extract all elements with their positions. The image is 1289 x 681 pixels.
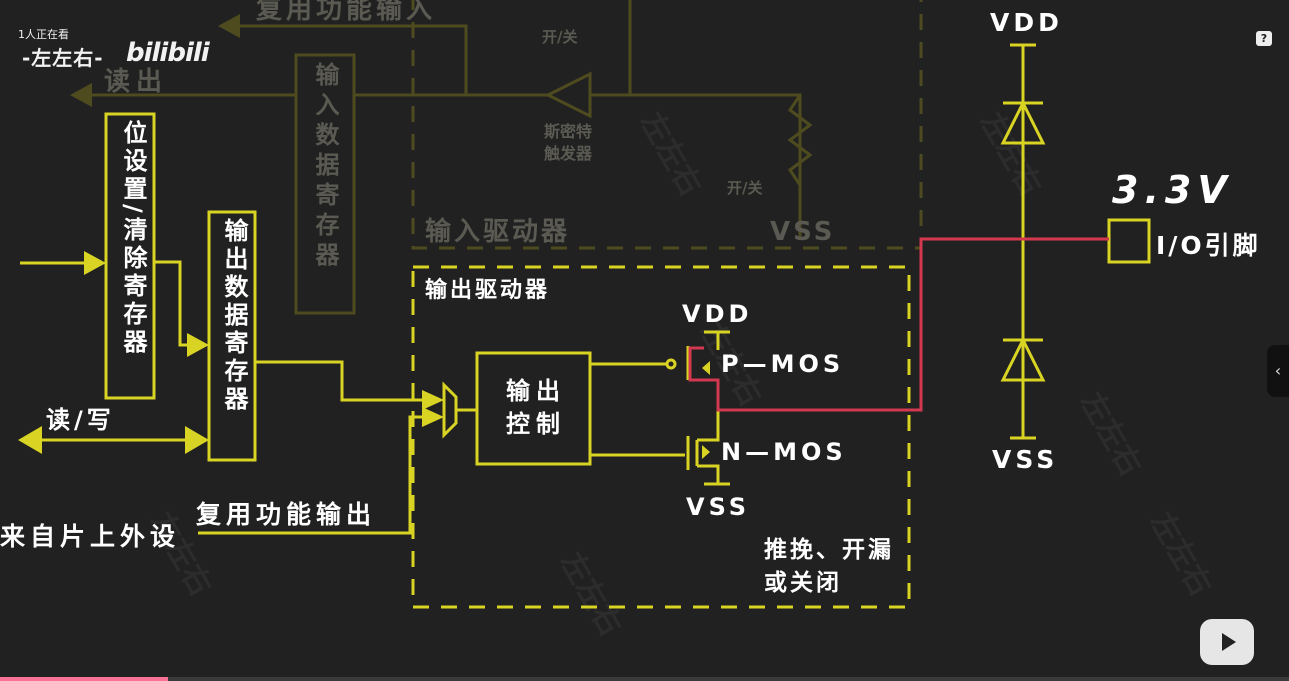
schmitt-trigger-icon	[544, 71, 592, 119]
progress-fill	[0, 677, 168, 681]
pulldown-resistor	[787, 94, 813, 186]
rw-right-arrow	[185, 426, 209, 454]
channel-name: -左左右-	[22, 46, 104, 70]
on-off-label-1: 开/关	[542, 28, 577, 46]
bsrr-odr-arrow	[187, 333, 209, 357]
pmos-channel-arrow	[702, 361, 710, 375]
vss-bottom-label: VSS	[992, 445, 1058, 474]
input-data-register-box	[294, 53, 356, 315]
tv-play-icon[interactable]	[1200, 619, 1254, 665]
output-driver-label: 输出驱动器	[425, 277, 550, 303]
watermark-pattern: 左左右 左左右 左左右 左左右 左左右 左左右 左左右	[143, 107, 1218, 642]
input-driver-label: 输入驱动器	[425, 216, 570, 247]
input-driver-box	[411, 0, 923, 250]
voltage-label: 3.3V	[1112, 168, 1233, 212]
rw-left-arrow	[18, 426, 42, 454]
nmos-drain-wire	[697, 410, 720, 442]
output-data-register-box	[207, 210, 257, 462]
vss-input-label: VSS	[770, 217, 835, 247]
alt-func-input-label: 复用功能输入	[256, 0, 436, 25]
output-control-label-1: 输出	[506, 377, 566, 405]
output-control-label-2: 控制	[506, 410, 566, 438]
mode-label-2: 或关闭	[764, 569, 842, 596]
input-section	[88, 0, 923, 315]
nmos-label: N—MOS	[721, 438, 847, 466]
svg-text:左左右: 左左右	[973, 107, 1048, 202]
lower-diode	[1000, 336, 1046, 382]
svg-text:左左右: 左左右	[553, 547, 628, 642]
read-label: 读出	[104, 67, 168, 97]
on-off-label-2: 开/关	[727, 179, 762, 197]
bit-set-reset-register-box	[104, 112, 156, 400]
vss-out-label: VSS	[686, 493, 750, 521]
from-peripheral-label: 来自片上外设	[0, 522, 180, 551]
collapse-sidebar-button[interactable]: ‹	[1267, 345, 1289, 397]
alt-func-input-arrow	[218, 14, 240, 38]
read-out-arrow	[70, 83, 92, 107]
svg-text:左左右: 左左右	[1073, 387, 1148, 482]
viewer-count: 1人正在看	[18, 28, 69, 41]
read-write-label: 读/写	[46, 406, 115, 434]
input-arrow	[84, 251, 106, 275]
alt-func-input-wire	[230, 24, 468, 95]
bsrr-to-odr-wire	[154, 260, 192, 347]
pmos-label: P—MOS	[721, 350, 844, 378]
bilibili-logo: bilibili	[126, 38, 210, 68]
nmos-channel-arrow	[702, 445, 710, 459]
output-highlight-path	[688, 237, 1109, 412]
svg-text:左左右: 左左右	[1143, 507, 1218, 602]
svg-text:左左右: 左左右	[633, 107, 708, 202]
io-pin-box	[1107, 218, 1151, 264]
upper-diode	[1000, 99, 1046, 145]
peripheral-mux-arrow	[422, 407, 444, 427]
mode-label-1: 推挽、开漏	[764, 536, 894, 563]
input-data-register-label: 输入数据寄存器	[311, 61, 340, 272]
output-data-register-label: 输出数据寄存器	[220, 217, 249, 414]
io-pin-label: I/O引脚	[1156, 231, 1261, 260]
schmitt-label-2: 触发器	[543, 144, 593, 163]
output-mux	[442, 381, 458, 439]
vdd-out-label: VDD	[682, 300, 752, 328]
alt-func-output-label: 复用功能输出	[196, 500, 376, 529]
nmos-source-wire	[697, 464, 720, 484]
help-icon[interactable]: ?	[1256, 31, 1272, 46]
pmos-gate-bubble	[665, 358, 677, 370]
output-control-box	[475, 351, 592, 466]
vdd-top-label: VDD	[990, 8, 1063, 37]
schmitt-label-1: 斯密特	[544, 122, 592, 141]
odr-mux-arrow	[422, 390, 444, 410]
bit-set-reset-register-label: 位设置/清除寄存器	[119, 119, 148, 357]
peripheral-to-mux-wire	[198, 415, 426, 535]
odr-to-mux-wire	[255, 360, 426, 402]
progress-track[interactable]	[0, 677, 1289, 681]
